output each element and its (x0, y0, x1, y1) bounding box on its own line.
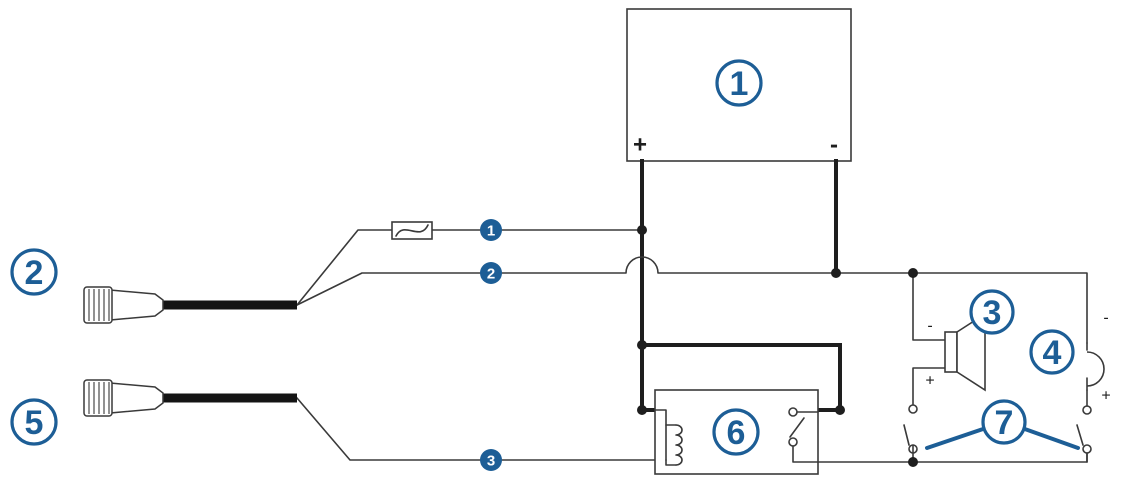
svg-text:3: 3 (487, 453, 495, 470)
switched-output-wire (817, 452, 1088, 463)
horn-switch (903, 404, 918, 463)
svg-text:1: 1 (487, 223, 495, 240)
horn-icon: - + (925, 312, 986, 392)
wire-1-fused-power (296, 229, 643, 306)
wire-badge-1: 1 (480, 219, 502, 241)
callout-7: 7 (925, 399, 1080, 450)
callout-6: 6 (712, 408, 760, 456)
upper-cable-connector (83, 286, 297, 324)
fuse-element (395, 224, 429, 237)
svg-text:4: 4 (1043, 334, 1062, 372)
relay-contact-bottom (788, 437, 798, 447)
wire-2-ground (296, 256, 1088, 344)
svg-text:6: 6 (727, 414, 746, 452)
light-icon: - + (1086, 310, 1111, 405)
svg-text:1: 1 (730, 65, 749, 103)
wire-3-control (296, 397, 667, 461)
svg-text:2: 2 (25, 254, 44, 292)
light-negative-label: - (1103, 310, 1108, 327)
relay-feed-wire (640, 343, 842, 412)
svg-text:2: 2 (487, 266, 495, 283)
horn-positive-label: + (925, 373, 934, 390)
relay-coil-feed (654, 409, 667, 426)
horn-negative-wire (912, 272, 946, 341)
svg-text:5: 5 (25, 404, 44, 442)
junction-dots (637, 225, 918, 467)
battery-negative-label: - (830, 132, 838, 159)
light-positive-label: + (1101, 388, 1110, 405)
callout-5: 5 (10, 398, 58, 446)
light-switch (1076, 389, 1092, 463)
wire-badge-3: 3 (480, 449, 502, 471)
lower-cable-connector (83, 379, 297, 417)
svg-text:3: 3 (983, 294, 1002, 332)
horn-negative-label: - (927, 318, 932, 335)
callout-3: 3 (969, 289, 1015, 335)
horn-positive-wire (912, 367, 946, 406)
wire-badge-2: 2 (480, 262, 502, 284)
positive-feed-wire (640, 159, 657, 412)
callout-4: 4 (1029, 329, 1075, 375)
callout-2: 2 (10, 248, 58, 296)
battery-positive-label: + (633, 132, 647, 159)
callout-1: 1 (715, 59, 763, 107)
relay-contact-top (788, 407, 798, 417)
svg-text:7: 7 (995, 404, 1014, 442)
